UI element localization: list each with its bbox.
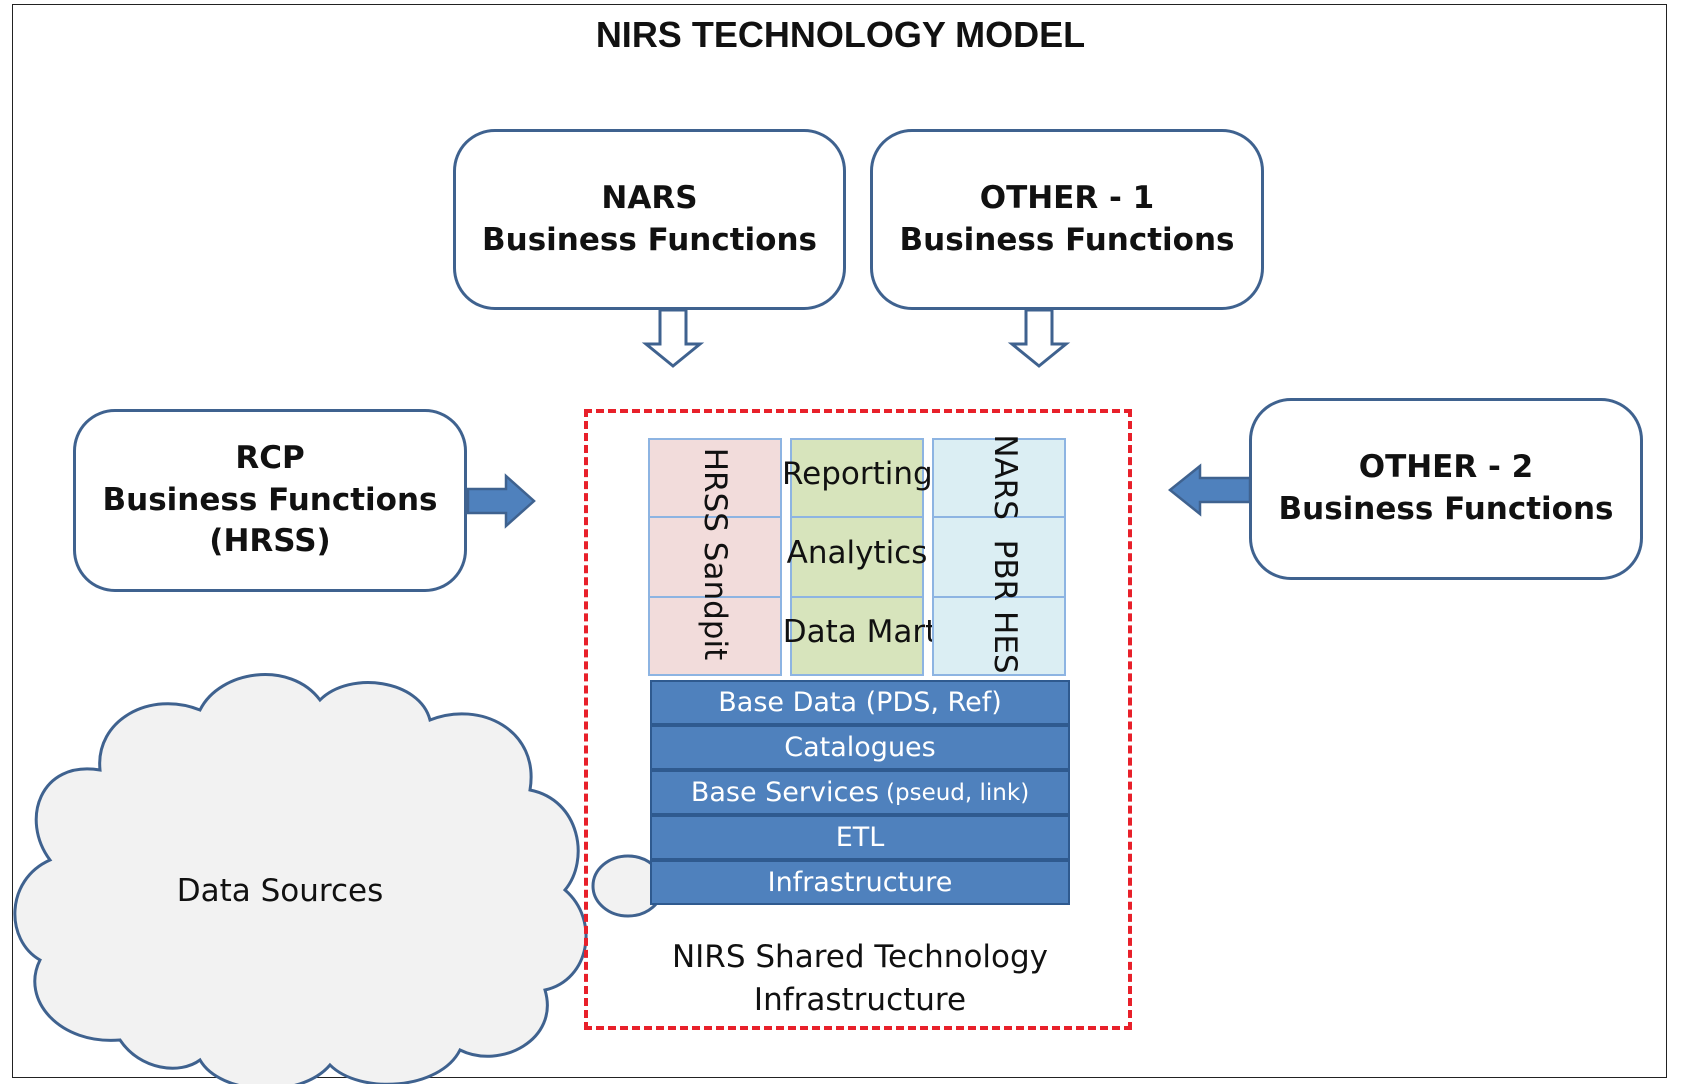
- hrss-cell-2: [648, 516, 782, 598]
- shared-infrastructure-caption: NIRS Shared Technology Infrastructure: [600, 936, 1120, 1023]
- layer-base-services: Base Services (pseud, link): [650, 770, 1070, 815]
- other2-box-line2: Business Functions: [1278, 491, 1614, 527]
- layer-base-services-label: Base Services: [690, 777, 880, 808]
- nars-business-functions-box: NARS Business Functions: [453, 129, 846, 310]
- layer-etl: ETL: [650, 815, 1070, 860]
- diagram-frame: [12, 4, 1667, 1078]
- nars-col-cell-1: [932, 438, 1066, 518]
- analytics-cell: [790, 516, 924, 598]
- other2-business-functions-box: OTHER - 2 Business Functions: [1249, 398, 1643, 580]
- layer-infrastructure: Infrastructure: [650, 860, 1070, 905]
- other2-box-line1: OTHER - 2: [1358, 449, 1534, 486]
- data-sources-label: Data Sources: [176, 873, 384, 909]
- hrss-sandpit-label: HRSS Sandpit: [697, 447, 733, 661]
- nars-pbr-hes-label: NARS PBR HES: [987, 434, 1023, 674]
- layer-base-services-sub: (pseud, link): [886, 779, 1030, 806]
- layer-base-data: Base Data (PDS, Ref): [650, 680, 1070, 725]
- rcp-business-functions-box: RCP Business Functions (HRSS): [73, 409, 467, 592]
- data-mart-cell: [790, 596, 924, 676]
- reporting-label: Reporting: [782, 456, 933, 492]
- other1-box-line2: Business Functions: [899, 221, 1235, 258]
- other1-down-arrow: [1007, 308, 1071, 368]
- data-mart-label: Data Mart: [782, 614, 938, 650]
- diagram-title: NIRS TECHNOLOGY MODEL: [595, 14, 1086, 55]
- rcp-box-line1: RCP: [235, 439, 305, 476]
- nars-col-cell-3: [932, 596, 1066, 676]
- layer-etl-label: ETL: [835, 822, 885, 853]
- other2-left-arrow: [1167, 463, 1252, 517]
- nars-box-line2: Business Functions: [482, 221, 817, 258]
- rcp-box-line2: Business Functions: [102, 481, 438, 518]
- rcp-box-line3: (HRSS): [209, 523, 331, 560]
- shared-infrastructure-boundary: [584, 409, 1132, 1030]
- nars-box-line1: NARS: [601, 179, 698, 216]
- hrss-cell-3: [648, 596, 782, 676]
- other1-box-line1: OTHER - 1: [979, 179, 1155, 216]
- analytics-label: Analytics: [786, 535, 928, 571]
- data-sources-cloud: [13, 673, 665, 1084]
- rcp-right-arrow: [466, 473, 536, 529]
- nars-col-cell-2: [932, 516, 1066, 598]
- layer-base-data-label: Base Data (PDS, Ref): [718, 687, 1002, 718]
- caption-line2: Infrastructure: [753, 982, 967, 1019]
- reporting-cell: [790, 438, 924, 518]
- layer-catalogues-label: Catalogues: [784, 732, 936, 763]
- layer-catalogues: Catalogues: [650, 725, 1070, 770]
- nars-down-arrow: [641, 308, 705, 368]
- other1-business-functions-box: OTHER - 1 Business Functions: [870, 129, 1264, 310]
- caption-line1: NIRS Shared Technology: [671, 939, 1049, 975]
- hrss-cell-1: [648, 438, 782, 518]
- layer-infrastructure-label: Infrastructure: [767, 867, 953, 898]
